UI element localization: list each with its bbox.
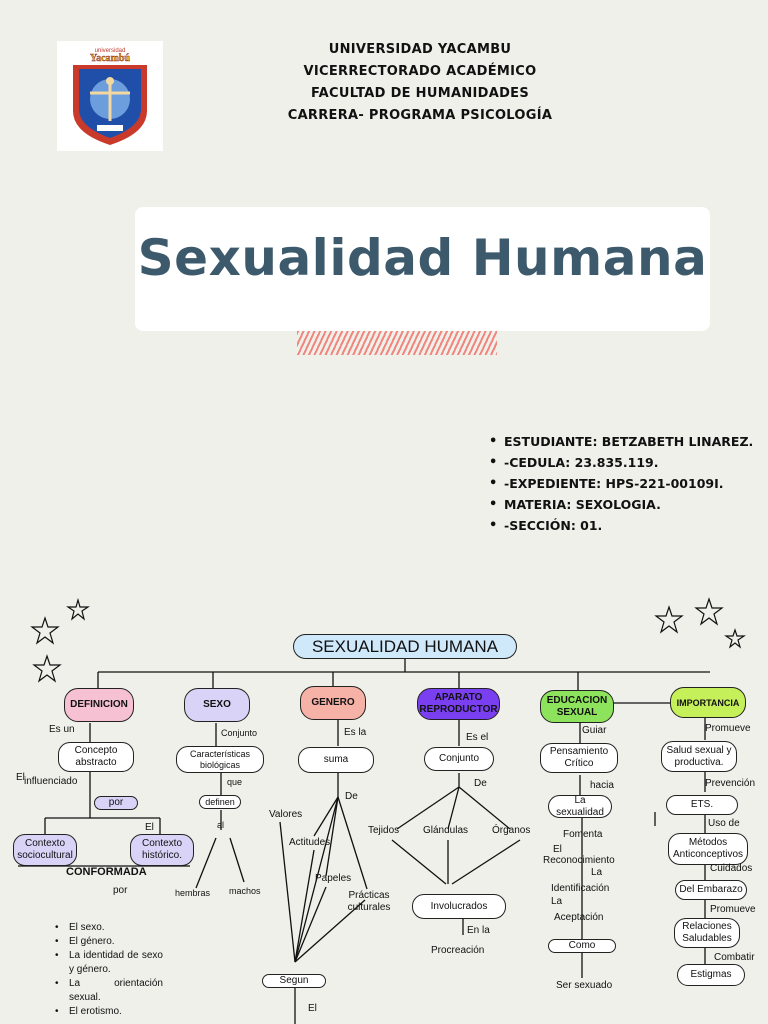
node-suma: suma <box>298 747 374 773</box>
label-influenciado: influenciado <box>24 776 78 787</box>
label-hacia: hacia <box>590 780 614 791</box>
header-line-1: UNIVERSIDAD YACAMBU <box>328 42 512 57</box>
label-conformada: CONFORMADA <box>66 866 147 878</box>
node-involucrados: Involucrados <box>412 894 506 919</box>
category-aparato-reproductor: APARATO REPRODUCTOR <box>417 688 500 720</box>
label-fomenta: Fomenta <box>563 829 603 840</box>
label-uso-de: Uso de <box>708 818 740 829</box>
node-ets: ETS. <box>666 795 738 815</box>
label-papeles: Papeles <box>315 873 352 884</box>
node-contexto-historico: Contexto histórico. <box>130 834 194 866</box>
node-la-sexualidad: La sexualidad <box>548 795 612 818</box>
node-conjunto: Conjunto <box>424 747 494 771</box>
node-concepto-abstracto: Concepto abstracto <box>58 742 134 772</box>
label-de: De <box>345 791 358 802</box>
label-el: El <box>16 772 25 783</box>
category-educacion-sexual: EDUCACION SEXUAL <box>540 690 614 723</box>
label-organos: Órganos <box>492 825 531 836</box>
concept-map-root: SEXUALIDAD HUMANA <box>293 634 517 659</box>
student-info-item: -SECCIÓN: 01. <box>489 518 753 539</box>
label-la-2: La <box>551 896 563 907</box>
node-caracteristicas-biologicas: Características biológicas <box>176 746 264 773</box>
header-line-4: CARRERA- PROGRAMA PSICOLOGÍA <box>287 108 553 123</box>
node-contexto-sociocultural: Contexto sociocultural <box>13 834 77 866</box>
label-machos: machos <box>229 886 261 896</box>
label-de-aparato: De <box>474 778 487 789</box>
list-item: El erotismo. <box>55 1005 163 1019</box>
list-item: El sexo. <box>55 921 163 935</box>
student-info-list: ESTUDIANTE: BETZABETH LINAREZ. -CEDULA: … <box>488 434 753 539</box>
category-importancia: IMPORTANCIA <box>670 687 746 718</box>
student-info-item: ESTUDIANTE: BETZABETH LINAREZ. <box>489 434 753 455</box>
university-logo: universidad Yacambú <box>57 41 163 151</box>
list-item: La orientación sexual. <box>55 977 163 1005</box>
node-pensamiento-critico: Pensamiento Crítico <box>540 743 618 773</box>
label-por-2: por <box>113 885 128 896</box>
label-actitudes: Actitudes <box>289 837 331 848</box>
label-el-educacion: El <box>553 844 562 855</box>
node-definen: definen <box>199 795 241 809</box>
label-procreacion: Procreación <box>431 945 485 956</box>
node-relaciones-saludables: Relaciones Saludables <box>674 918 740 948</box>
label-glandulas: Glándulas <box>423 825 469 836</box>
label-practicas-culturales: Prácticas culturales <box>347 890 391 913</box>
header-line-2: VICERRECTORADO ACADÉMICO <box>303 64 537 79</box>
svg-text:Yacambú: Yacambú <box>90 53 130 64</box>
student-info-item: -CEDULA: 23.835.119. <box>489 455 753 476</box>
label-ser-sexuado: Ser sexuado <box>556 980 613 991</box>
label-combatir: Combatir <box>714 952 755 963</box>
title-card: Sexualidad Humana <box>135 207 710 331</box>
student-info-item: MATERIA: SEXOLOGIA. <box>489 497 753 518</box>
label-en-la: En la <box>467 925 490 936</box>
label-que: que <box>227 777 243 787</box>
label-al: al <box>217 820 225 830</box>
label-el-2: El <box>145 822 154 833</box>
label-hembras: hembras <box>175 888 211 898</box>
page-title: Sexualidad Humana <box>137 229 708 287</box>
student-info-item: -EXPEDIENTE: HPS-221-00109I. <box>489 476 753 497</box>
label-el-genero: El <box>308 1003 317 1014</box>
label-es-la: Es la <box>344 727 367 738</box>
node-como: Como <box>548 939 616 953</box>
label-aceptacion: Aceptación <box>554 912 604 923</box>
university-shield-icon: universidad Yacambú <box>73 48 147 145</box>
label-reconocimiento: Reconocimiento <box>543 855 615 866</box>
decorative-stripe <box>297 331 497 355</box>
list-item: El género. <box>55 935 163 949</box>
label-valores: Valores <box>269 809 303 820</box>
category-definicion: DEFINICION <box>64 688 134 722</box>
label-tejidos: Tejidos <box>368 825 400 836</box>
label-es-un: Es un <box>49 724 75 735</box>
svg-text:universidad: universidad <box>95 48 126 54</box>
list-item: La identidad de sexo y género. <box>55 949 163 977</box>
label-promueve: Promueve <box>705 723 751 734</box>
node-salud-sexual: Salud sexual y productiva. <box>661 741 737 772</box>
node-metodos-anticonceptivos: Métodos Anticonceptivos <box>668 833 748 865</box>
header-line-3: FACULTAD DE HUMANIDADES <box>310 86 530 101</box>
label-conjunto: Conjunto <box>221 728 258 738</box>
label-es-el: Es el <box>466 732 489 743</box>
category-genero: GENERO <box>300 686 366 720</box>
label-la-1: La <box>591 867 603 878</box>
node-segun: Segun <box>262 974 326 988</box>
label-prevencion: Prevención <box>705 778 756 789</box>
node-del-embarazo: Del Embarazo <box>675 880 747 900</box>
label-guiar: Guiar <box>582 725 607 736</box>
node-por: por <box>94 796 138 810</box>
node-estigmas: Estigmas <box>677 964 745 986</box>
label-promueve-2: Promueve <box>710 904 756 915</box>
label-cuidados: Cuidados <box>710 863 753 874</box>
label-identificacion: Identificación <box>551 883 610 894</box>
definicion-components-list: El sexo. El género. La identidad de sexo… <box>55 921 163 1019</box>
category-sexo: SEXO <box>184 688 250 722</box>
